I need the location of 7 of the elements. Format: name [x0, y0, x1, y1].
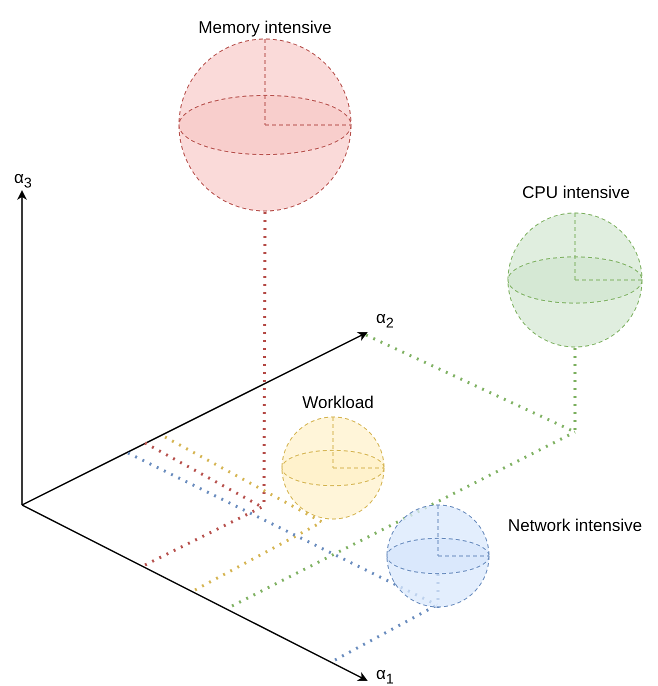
- sphere-label: CPU intensive: [522, 183, 630, 203]
- sphere-label: Memory intensive: [198, 18, 332, 38]
- axis-label: α$_{1}$: [376, 664, 394, 686]
- sphere-label: Network intensive: [508, 516, 642, 536]
- sphere-label: Workload: [302, 393, 374, 413]
- axis-label: α$_{2}$: [376, 308, 394, 332]
- axis-label: α$_{3}$: [14, 168, 32, 192]
